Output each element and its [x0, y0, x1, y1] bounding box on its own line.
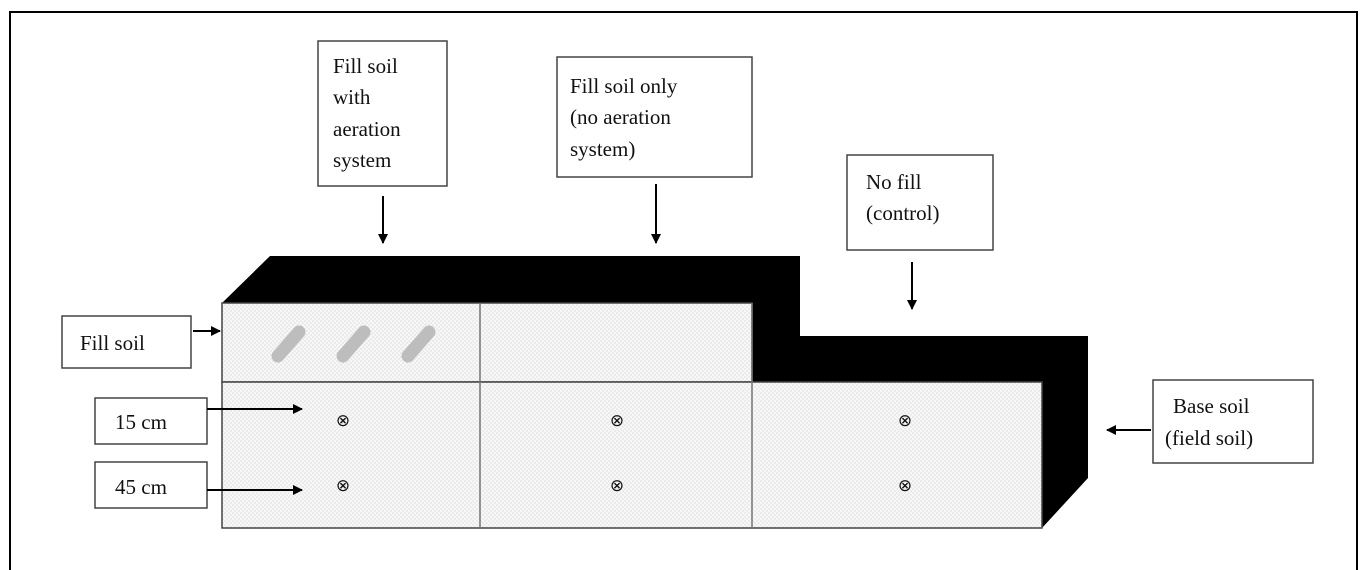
- fill-soil-layer: [221, 302, 753, 383]
- label-line: system): [570, 137, 635, 161]
- label-line: 45 cm: [115, 475, 167, 499]
- label-line: 15 cm: [115, 410, 167, 434]
- label-line: Base soil: [1173, 394, 1250, 418]
- label-line: Fill soil only: [570, 74, 678, 98]
- figure-frame: [9, 11, 1358, 570]
- label-fill-only: Fill soil only (no aeration system): [556, 56, 753, 178]
- sensor-marker: ⊗: [610, 476, 624, 496]
- label-base-soil: Base soil (field soil): [1152, 379, 1314, 464]
- sensor-marker: ⊗: [898, 476, 912, 496]
- label-line: Fill soil: [333, 54, 398, 78]
- label-fill-with-aeration: Fill soil with aeration system: [317, 40, 448, 187]
- aeration-pipes: [271, 325, 436, 363]
- sensor-marker: ⊗: [336, 411, 350, 431]
- label-no-fill: No fill (control): [846, 154, 994, 251]
- label-line: No fill: [866, 170, 922, 194]
- label-line: (control): [866, 201, 939, 225]
- label-line: Fill soil: [80, 331, 145, 355]
- label-depth-15: 15 cm: [94, 397, 208, 445]
- label-line: (no aeration: [570, 105, 671, 129]
- aeration-pipe: [336, 325, 371, 363]
- label-fill-soil: Fill soil: [61, 315, 192, 369]
- sensor-marker: ⊗: [336, 476, 350, 496]
- label-line: with: [333, 85, 371, 109]
- sensor-marker: ⊗: [898, 411, 912, 431]
- block-top-surface: [222, 256, 1088, 528]
- base-soil-layer: [221, 381, 1043, 529]
- aeration-pipe: [271, 325, 306, 363]
- label-depth-45: 45 cm: [94, 461, 208, 509]
- label-line: aeration: [333, 117, 401, 141]
- label-line: (field soil): [1165, 426, 1253, 450]
- aeration-pipe: [401, 325, 436, 363]
- sensor-marker: ⊗: [610, 411, 624, 431]
- label-line: system: [333, 148, 391, 172]
